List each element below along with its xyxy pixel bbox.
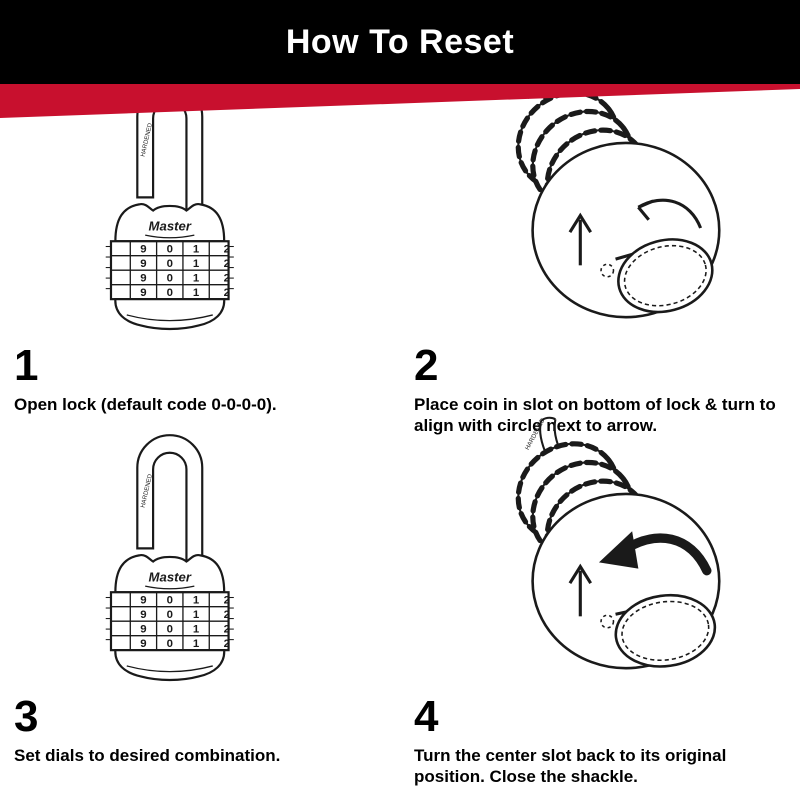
dial-digit: 2 <box>224 273 230 285</box>
dial-digit: 9 <box>140 273 146 285</box>
step-number: 3 <box>14 691 39 741</box>
red-stripe <box>0 84 800 118</box>
step-3: HARDENED Master <box>0 433 400 788</box>
dial-digit: 0 <box>167 609 173 621</box>
dial-digit: 0 <box>167 594 173 606</box>
dial-digit: 1 <box>193 258 200 270</box>
step-1: HARDENED Master <box>0 83 400 437</box>
step-caption: Open lock (default code 0-0-0-0). <box>14 395 277 414</box>
dial-digit: 0 <box>167 638 173 650</box>
rotate-arrow-icon <box>637 198 703 229</box>
dial-digit: 9 <box>140 594 146 606</box>
dial-digit: 9 <box>140 244 146 256</box>
dial-digit: 0 <box>167 287 173 299</box>
dial-digit: 1 <box>193 623 200 635</box>
dial-digit: 2 <box>224 638 230 650</box>
dial-digit: 9 <box>140 287 146 299</box>
dial-digit: 1 <box>193 287 200 299</box>
padlock-open-illustration: HARDENED Master <box>105 83 234 331</box>
coin-icon <box>614 593 717 668</box>
step-2: HARDENED <box>400 65 800 437</box>
steps-grid: HARDENED Master <box>0 65 800 788</box>
dial-digit: 0 <box>167 258 173 270</box>
dial-digit: 9 <box>140 623 146 635</box>
header-banner: How To Reset <box>0 0 800 84</box>
alignment-circle-icon <box>600 263 615 278</box>
page-title: How To Reset <box>285 22 515 61</box>
dial-digit: 9 <box>140 638 146 650</box>
step-1-figure: HARDENED Master <box>14 83 386 336</box>
step-4: HARDENED <box>400 416 800 788</box>
padlock-open-illustration: HARDENED Master <box>105 433 234 681</box>
step-caption: Place coin in slot on bottom of lock & t… <box>414 395 776 436</box>
dial-digit: 2 <box>224 623 230 635</box>
step-caption: Set dials to desired combination. <box>14 745 281 765</box>
dial-digit: 1 <box>193 609 200 621</box>
brand-label: Master <box>149 569 192 584</box>
dial-digit: 1 <box>193 244 200 256</box>
step-3-figure: HARDENED Master <box>14 433 386 687</box>
dial-digit: 9 <box>140 258 146 270</box>
step-caption: Turn the center slot back to its origina… <box>414 745 727 786</box>
dial-digit: 2 <box>224 258 230 270</box>
brand-label: Master <box>149 219 192 234</box>
dial-digit: 2 <box>224 594 230 606</box>
step-4-figure: HARDENED <box>414 416 786 687</box>
step-2-figure: HARDENED <box>414 65 786 336</box>
coin-icon <box>617 238 714 314</box>
dial-digit: 2 <box>224 244 230 256</box>
dial-digit: 0 <box>167 244 173 256</box>
step-number: 1 <box>14 341 39 390</box>
dial-digit: 2 <box>224 609 230 621</box>
turn-back-arrow-icon <box>598 530 712 575</box>
dial-digit: 0 <box>167 273 173 285</box>
dial-digit: 9 <box>140 609 146 621</box>
dial-digit: 1 <box>193 594 200 606</box>
lock-bottom-coin-illustration: HARDENED <box>515 65 721 319</box>
alignment-circle-icon <box>600 614 615 629</box>
dial-digit: 1 <box>193 273 200 285</box>
lock-bottom-coin-turn-illustration: HARDENED <box>515 416 721 669</box>
step-number: 2 <box>414 341 439 390</box>
alignment-arrow-icon <box>568 212 592 266</box>
step-number: 4 <box>414 691 439 741</box>
dial-digit: 2 <box>224 287 230 299</box>
dial-digit: 0 <box>167 623 173 635</box>
dial-digit: 1 <box>193 638 200 650</box>
alignment-arrow-icon <box>568 563 592 616</box>
